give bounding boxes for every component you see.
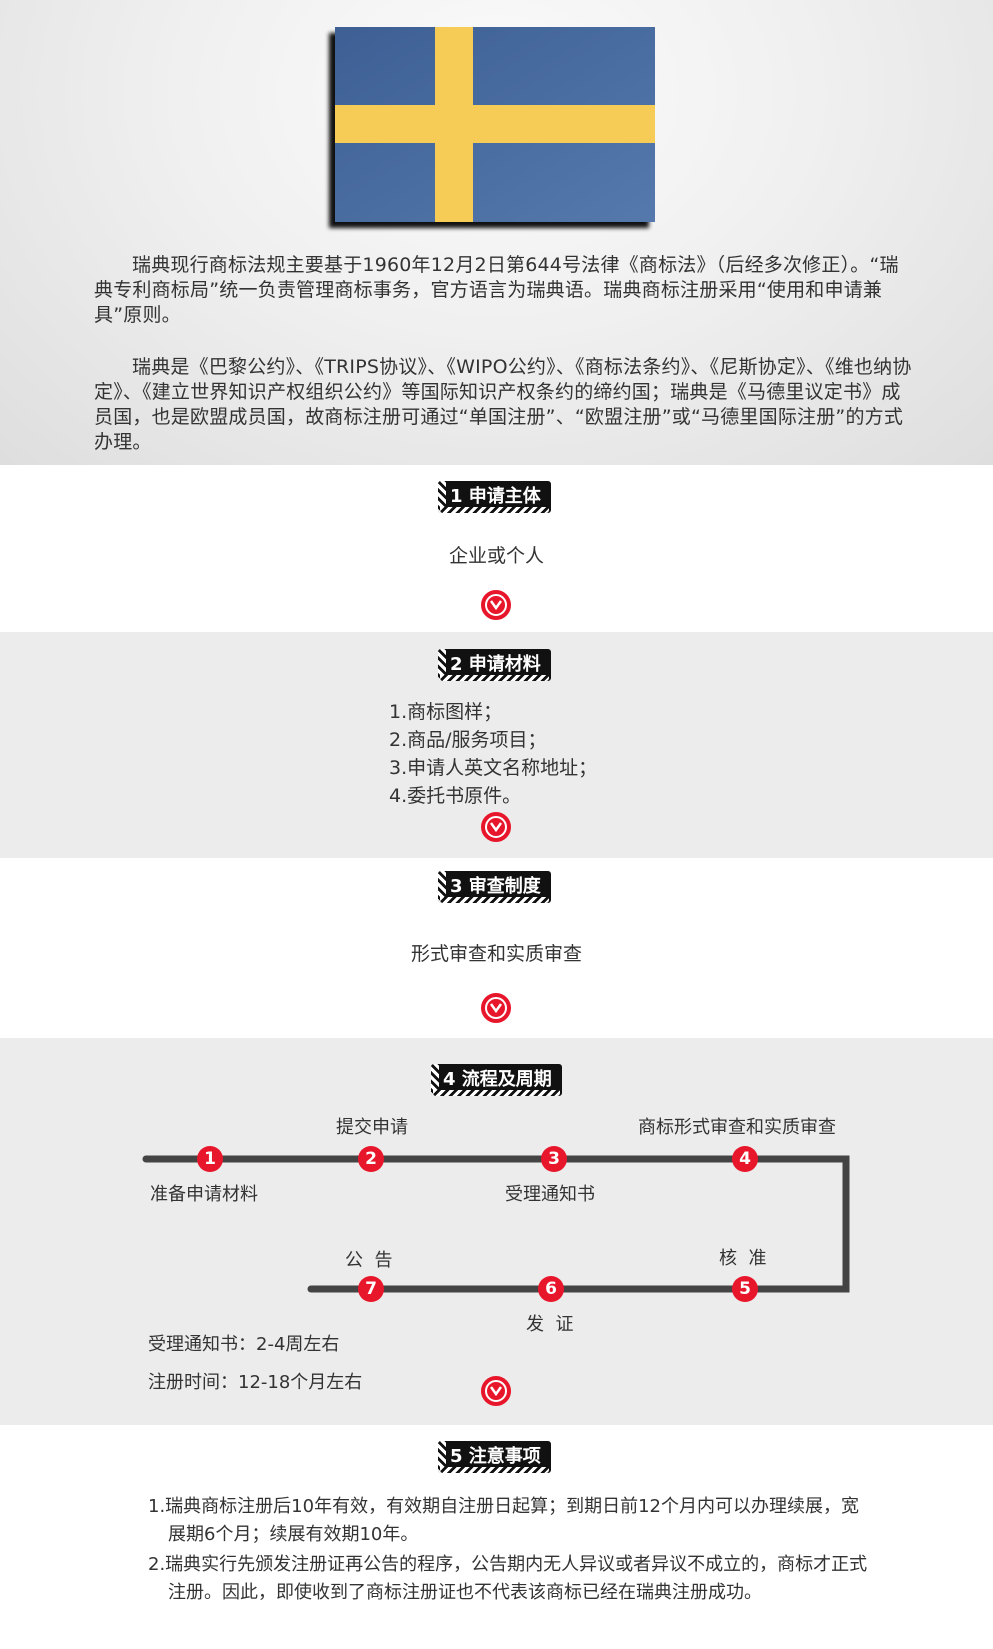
process-step-7: 7 — [358, 1276, 384, 1302]
process-step-6: 6 — [538, 1276, 564, 1302]
process-step-1: 1 — [197, 1146, 223, 1172]
section-process: 4 流程及周期 1 2 3 4 5 6 7 准备申请材料 提交申请 受理通知书 … — [0, 1038, 993, 1425]
chevron-down-icon — [481, 993, 511, 1023]
process-step-3: 3 — [541, 1146, 567, 1172]
section-examination: 3 审查制度 形式审查和实质审查 — [0, 858, 993, 1038]
step-label-3: 受理通知书 — [505, 1184, 595, 1205]
step-label-4: 商标形式审查和实质审查 — [638, 1117, 836, 1138]
step-label-2: 提交申请 — [336, 1117, 408, 1138]
applicant-text: 企业或个人 — [448, 545, 544, 567]
examination-text: 形式审查和实质审查 — [410, 943, 582, 965]
materials-list: 1.商标图样； 2.商品/服务项目； 3.申请人英文名称地址； 4.委托书原件。 — [389, 698, 597, 810]
list-item: 2.瑞典实行先颁发注册证再公告的程序，公告期内无人异议或者异议不成立的，商标才正… — [148, 1554, 868, 1603]
timing-registration: 注册时间：12-18个月左右 — [148, 1372, 363, 1393]
list-item: 4.委托书原件。 — [389, 785, 522, 807]
timing-notice: 受理通知书：2-4周左右 — [148, 1334, 340, 1355]
step-label-6: 发 证 — [526, 1314, 574, 1335]
intro-paragraph-2: 瑞典是《巴黎公约》、《TRIPS协议》、《WIPO公约》、《商标法条约》、《尼斯… — [94, 356, 912, 453]
process-step-4: 4 — [732, 1146, 758, 1172]
sweden-flag-icon — [329, 27, 655, 228]
list-item: 3.申请人英文名称地址； — [389, 757, 598, 779]
step-label-5: 核 准 — [719, 1248, 767, 1269]
list-item: 1.瑞典商标注册后10年有效，有效期自注册日起算；到期日前12个月内可以办理续展… — [148, 1496, 859, 1545]
section-notes: 5 注意事项 1.瑞典商标注册后10年有效，有效期自注册日起算；到期日前12个月… — [0, 1425, 993, 1649]
process-flow-line — [142, 1155, 850, 1293]
list-item: 1.商标图样； — [389, 701, 503, 723]
intro-paragraph-1: 瑞典现行商标法规主要基于1960年12月2日第644号法律《商标法》（后经多次修… — [94, 254, 899, 326]
section-title-badge: 2 申请材料 — [438, 649, 551, 681]
intro-section: 瑞典现行商标法规主要基于1960年12月2日第644号法律《商标法》（后经多次修… — [0, 0, 993, 465]
notes-list: 1.瑞典商标注册后10年有效，有效期自注册日起算；到期日前12个月内可以办理续展… — [148, 1493, 868, 1609]
section-materials: 2 申请材料 1.商标图样； 2.商品/服务项目； 3.申请人英文名称地址； 4… — [0, 632, 993, 858]
step-label-7: 公 告 — [345, 1250, 393, 1271]
step-label-1: 准备申请材料 — [150, 1184, 258, 1205]
process-step-2: 2 — [358, 1146, 384, 1172]
section-applicant: 1 申请主体 企业或个人 — [0, 465, 993, 632]
section-title-badge: 4 流程及周期 — [431, 1064, 562, 1096]
section-title-badge: 3 审查制度 — [438, 871, 551, 903]
chevron-down-icon — [481, 1376, 511, 1406]
chevron-down-icon — [481, 590, 511, 620]
list-item: 2.商品/服务项目； — [389, 729, 547, 751]
section-title-badge: 5 注意事项 — [438, 1441, 551, 1473]
process-step-5: 5 — [732, 1276, 758, 1302]
section-title-badge: 1 申请主体 — [438, 481, 551, 513]
chevron-down-icon — [481, 812, 511, 842]
